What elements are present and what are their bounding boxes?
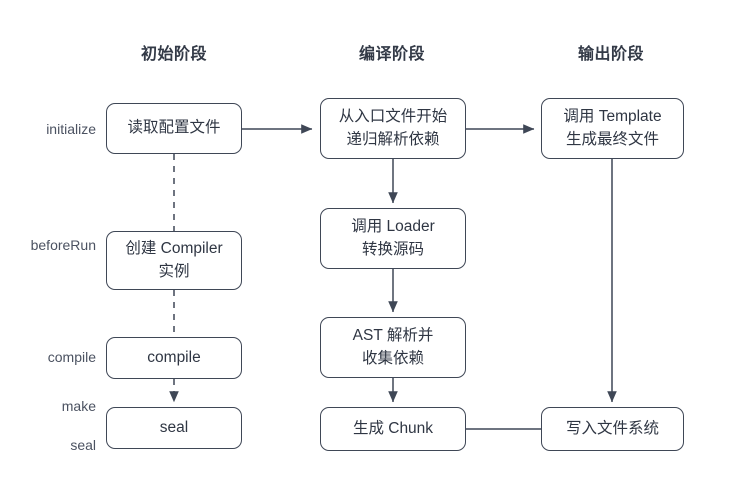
node-seal-line1: seal	[159, 418, 189, 436]
node-write-fs-line1: 写入文件系统	[565, 419, 659, 437]
node-ast-parse[interactable]: AST 解析并 收集依赖	[320, 317, 466, 378]
node-call-template-line2: 生成最终文件	[565, 130, 659, 148]
node-call-template[interactable]: 调用 Template 生成最终文件	[541, 98, 684, 159]
node-create-compiler-line1: 创建 Compiler	[125, 240, 223, 258]
node-read-config-line1: 读取配置文件	[127, 119, 221, 137]
node-gen-chunk[interactable]: 生成 Chunk	[320, 407, 466, 451]
node-ast-parse-line2: 收集依赖	[361, 349, 424, 367]
node-gen-chunk-line1: 生成 Chunk	[352, 419, 434, 437]
node-write-fs[interactable]: 写入文件系统	[541, 407, 684, 451]
hook-label-make: make	[61, 398, 96, 414]
node-create-compiler-line2: 实例	[158, 262, 190, 280]
column-header-output: 输出阶段	[577, 46, 645, 63]
node-call-loader-line2: 转换源码	[361, 240, 424, 258]
column-header-compile: 编译阶段	[358, 46, 426, 63]
hook-label-compile: compile	[47, 349, 96, 365]
node-read-config[interactable]: 读取配置文件	[106, 103, 242, 154]
node-entry-recursive[interactable]: 从入口文件开始 递归解析依赖	[320, 98, 466, 159]
node-ast-parse-line1: AST 解析并	[352, 327, 434, 345]
hook-label-seal: seal	[70, 437, 96, 453]
node-call-loader-line1: 调用 Loader	[351, 218, 435, 236]
node-seal[interactable]: seal	[106, 407, 242, 449]
node-entry-recursive-line2: 递归解析依赖	[346, 130, 440, 148]
node-call-template-line1: 调用 Template	[563, 108, 662, 126]
node-compile-line1: compile	[147, 348, 201, 366]
node-compile[interactable]: compile	[106, 337, 242, 379]
node-entry-recursive-line1: 从入口文件开始	[338, 108, 448, 126]
column-header-init: 初始阶段	[140, 46, 208, 63]
node-create-compiler[interactable]: 创建 Compiler 实例	[106, 231, 242, 290]
hook-label-beforerun: beforeRun	[30, 237, 96, 253]
hook-label-initialize: initialize	[46, 121, 96, 137]
node-call-loader[interactable]: 调用 Loader 转换源码	[320, 208, 466, 269]
